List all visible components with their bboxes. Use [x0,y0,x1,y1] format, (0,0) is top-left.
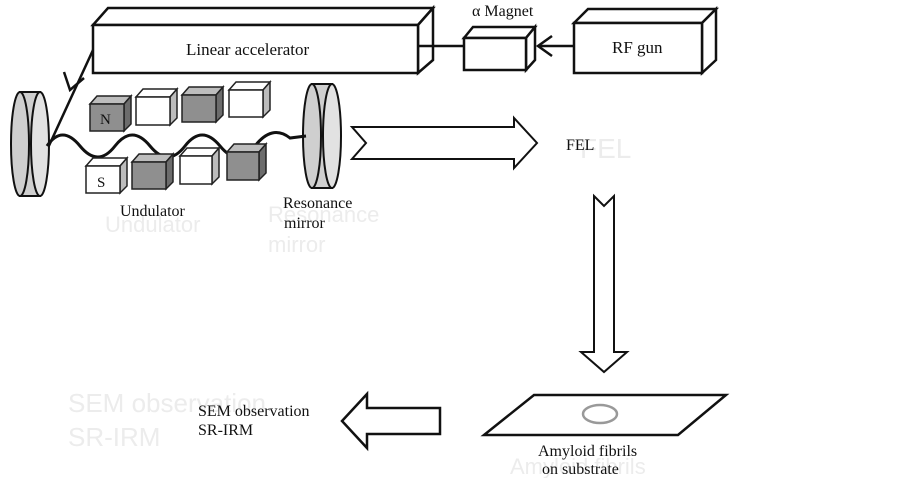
ghost-sr-irm: SR-IRM [68,422,160,452]
linear-accelerator-label: Linear accelerator [186,40,309,59]
resonance-mirror-label-line1: Resonance [283,195,352,212]
magnet-block-dark [130,152,175,191]
magnet-block-s [84,156,129,195]
rf-gun-box [570,5,720,76]
fel-label: FEL [566,137,594,154]
rf-gun-label: RF gun [612,38,663,57]
observation-label-line1: SEM observation [198,403,310,420]
undulator-bottom-row [84,142,268,195]
ghost-mirror: mirror [268,232,325,257]
magnet-block-light [134,87,179,127]
ghost-fel: FEL [580,133,631,164]
magnet-block-n [88,94,133,133]
ghost-resonance: Resonance [268,202,379,227]
magnet-north-label: N [100,112,111,128]
magnet-south-label: S [97,175,105,191]
ghost-sem-observation: SEM observation [68,388,266,418]
left-mirror [10,91,50,197]
magnet-block-dark [225,142,268,182]
amyloid-sample-spot [581,403,619,425]
alpha-magnet-box [461,23,538,74]
observation-label-line2: SR-IRM [198,422,253,439]
rf-to-magnet-arrow [535,34,574,58]
fel-output-arrow [349,115,539,171]
sample-label-line2: on substrate [542,461,619,478]
sample-label-line1: Amyloid fibrils [538,443,637,460]
down-arrow-to-sample [578,193,630,374]
magnet-block-light [227,80,272,119]
electron-beam-injection [45,49,95,151]
arrow-to-observation [340,390,442,452]
ghost-amyloid: Amyloid fibrils [510,454,646,478]
alpha-magnet-label: α Magnet [472,3,534,20]
right-mirror [302,83,342,189]
resonance-mirror-label-line2: mirror [284,215,326,232]
undulator-top-row [88,80,272,133]
linear-accelerator-box [90,4,436,76]
magnet-block-dark [180,85,225,124]
electron-wiggle-path [45,131,307,159]
ghost-undulator: Undulator [105,212,200,237]
substrate-plate [480,393,730,437]
magnet-block-light [178,146,221,186]
undulator-label: Undulator [120,203,186,220]
